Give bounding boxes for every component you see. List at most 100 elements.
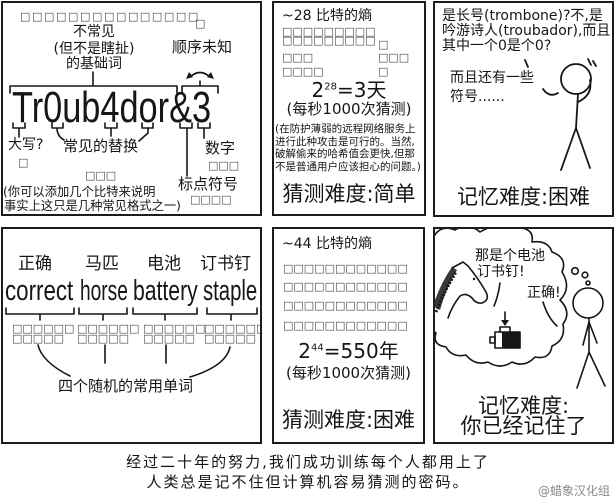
substitution-label: 常见的替换 (63, 137, 139, 155)
example-password: Tr0ub4dor&3 (12, 83, 212, 132)
panel-password-anatomy: □□□□□□□□□□□□□□□ □ 不常见 (但不是瞎扯) 的基础词 顺序未知 … (1, 1, 262, 216)
entropy-label: ~28 比特的熵 (282, 8, 372, 24)
word-correct: correct (5, 275, 74, 307)
tofu-row: □□□□ (282, 65, 324, 78)
tofu-row: □□□□□□□□□□□□ (283, 319, 408, 332)
thought-bubble-icon (572, 268, 579, 275)
thought-bubble-icon (586, 281, 590, 285)
arms (583, 322, 597, 345)
caps-label: 大写? (8, 137, 44, 153)
confused-stick-figure (435, 3, 612, 215)
attack-note-line: 破解偷来的哈希值会更快,但那 (275, 148, 415, 160)
word-bracket (207, 308, 257, 320)
word-horse: horse (80, 275, 128, 307)
horse-head-icon (448, 262, 487, 318)
base-word-label-line: (但不是瞎扯) (53, 41, 135, 57)
tofu-row: □□□ (208, 159, 240, 172)
speech-tick (494, 283, 500, 306)
word-bracket (79, 308, 127, 320)
tofu-row: □□□□□ (204, 332, 256, 345)
formula-base: 2 (298, 339, 312, 363)
sub-bracket-0 (52, 123, 64, 140)
sub-bracket-4 (105, 123, 117, 136)
swap-arrow-icon (190, 73, 210, 78)
caption-line: 经过二十年的努力,我们成功训练每个人都用上了 (126, 453, 490, 471)
word-translation: 正确 (18, 254, 52, 274)
bits-note-line: 事实上这只是几种常见格式之一) (4, 199, 181, 213)
base-word-label-line: 的基础词 (66, 56, 122, 72)
panel-entropy-28: ~28 比特的熵 □□□□□□□□□ □□□□□□□□□ □□□ □□□□ □ … (272, 1, 426, 216)
numeral-bracket (198, 123, 210, 138)
thought-cloud-icon (435, 229, 567, 366)
word-brackets (3, 229, 260, 442)
head-icon (573, 288, 603, 318)
aside-line: 符号...... (450, 89, 505, 105)
legs (561, 128, 590, 170)
tofu-row: □□□□□□ (12, 322, 75, 335)
thought-scene (435, 229, 612, 442)
caps-bracket (13, 123, 25, 137)
speech-tick (525, 60, 528, 67)
formula-result: =3天 (336, 78, 387, 102)
punctuation-label: 标点符号 (178, 175, 239, 193)
speech-tick (543, 302, 557, 326)
word-translation: 电池 (147, 254, 181, 274)
tofu-row: □□□ (85, 169, 117, 182)
tofu-row: □□□□□□□□□□□□ (283, 299, 408, 312)
formula-result: =550年 (323, 339, 399, 363)
attack-note-line: 进行此种攻击是可行的。当然, (275, 136, 415, 148)
base-word-label-line: 不常见 (73, 24, 115, 40)
base-word-bracket (10, 72, 177, 93)
reply-text: 正确! (527, 285, 561, 301)
attack-note-line: (在防护薄弱的远程网络服务上 (275, 123, 416, 135)
thought-line: 那是个电池 (475, 248, 545, 264)
battery-terminal (490, 337, 495, 343)
body (576, 94, 578, 128)
tofu-row: □□□□□ (77, 332, 129, 345)
aside-line: 而且还有一些 (450, 70, 534, 86)
order-unknown-label: 顺序未知 (172, 38, 233, 56)
thought-bubble-icon (582, 272, 588, 278)
formula-exponent: 44 (311, 342, 324, 354)
memory-difficulty: 记忆难度:困难 (456, 185, 591, 209)
entropy-label: ~44 比特的熵 (282, 236, 372, 252)
tofu-row: □□□□□□□□□ (282, 25, 376, 38)
staple-icon (500, 327, 510, 332)
scratch-marks-icon (588, 59, 596, 66)
thought-line: 订书钉! (477, 264, 525, 280)
word-translation: 订书钉 (200, 254, 251, 274)
word-staple: staple (203, 275, 258, 307)
tofu-row: □□□□□□□□□□□□ (283, 262, 408, 275)
word-battery: battery (133, 275, 198, 307)
numeral-label: 数字 (205, 139, 236, 157)
translator-watermark: @蜡象汉化组 (538, 484, 611, 498)
random-words-caption: 四个随机的常用单词 (58, 377, 194, 395)
tofu-mark: □ (378, 38, 389, 51)
tofu-row: □□□□□□□□□□□□□□□ (20, 10, 200, 23)
attack-note-line: 不是普通用户应该担心的问题。) (275, 161, 421, 173)
tofu-row: □□□ (282, 51, 314, 64)
panel-passphrase-anatomy: 正确 correct □□□□□□ □□□□□ 马匹 horse □□□□□□ … (1, 227, 262, 444)
punct-bracket (180, 123, 192, 176)
caption-line: 人类总是记不住但计算机容易猜测的密码。 (146, 473, 470, 491)
tofu-row: □□□ (378, 51, 410, 64)
guess-difficulty: 猜测难度:困难 (281, 408, 416, 432)
guess-rate: (每秒1000次猜测) (286, 364, 411, 382)
tofu-mark: □ (18, 156, 29, 169)
tofu-row: □□□□□□ (204, 322, 262, 335)
formula-base: 2 (311, 78, 325, 102)
guess-difficulty: 猜测难度:简单 (282, 182, 416, 206)
memory-difficulty-line: 记忆难度: (477, 394, 570, 418)
word-bracket (6, 308, 74, 320)
speech-line: 吟游诗人(troubador),而且 (442, 23, 611, 39)
formula-exponent: 28 (324, 81, 337, 93)
speech-line: 是长号(trombone)?不,是 (442, 8, 603, 24)
speech-line: 其中一个0是个0? (442, 38, 552, 54)
panel-memory-easy: 那是个电池 订书钉! 正确! 记忆难度: 你已经记住了 (433, 227, 614, 444)
tofu-row: □□□□□ (12, 332, 64, 345)
crack-time-formula: 228=3天 (274, 80, 424, 100)
memory-difficulty-line: 你已经记住了 (460, 414, 587, 438)
tofu-row: □□□□□□ (77, 322, 140, 335)
arm (578, 80, 591, 102)
tofu-row: □□□□□□□□□ (282, 34, 376, 47)
